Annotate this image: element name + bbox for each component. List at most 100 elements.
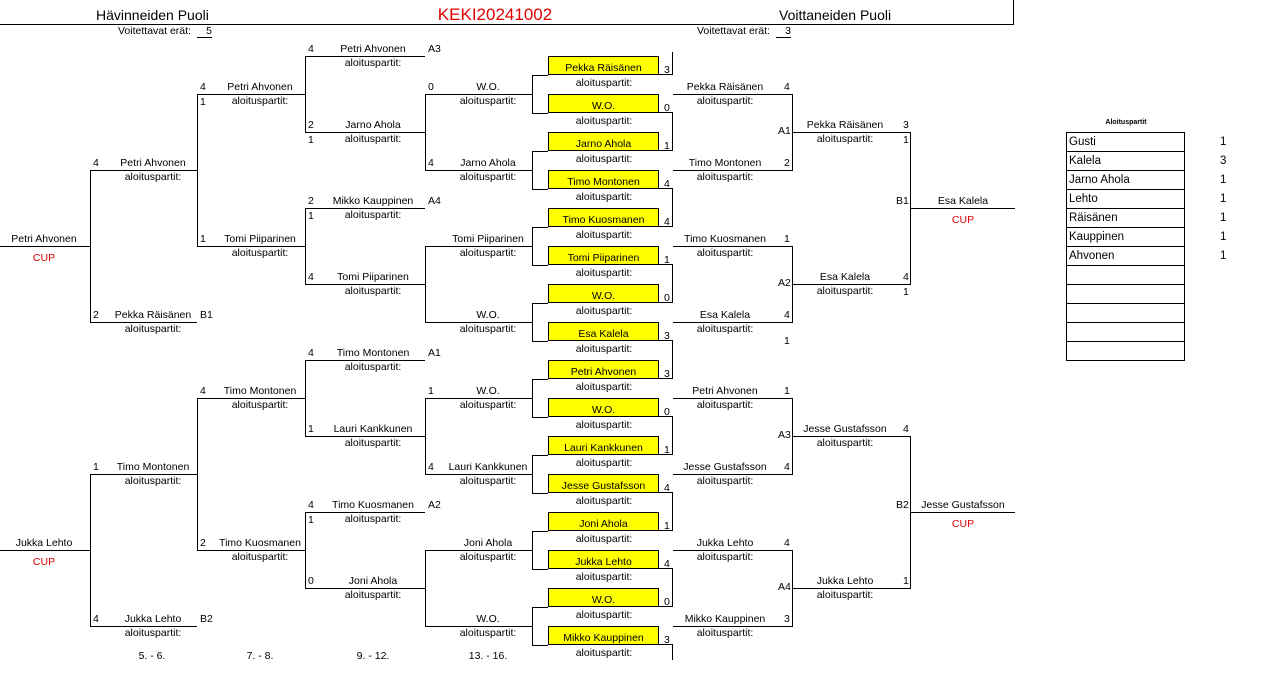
bracket-line — [672, 112, 673, 128]
aloitus-sublabel: aloituspartit: — [575, 115, 633, 127]
bracket-line — [792, 94, 793, 170]
wb-r2-player: Timo Kuosmanen — [684, 233, 766, 245]
match-entry-score: 0 — [664, 292, 670, 304]
drop-tag: A4 — [778, 581, 791, 593]
aloitus-sublabel: aloituspartit: — [575, 343, 633, 355]
lb-r1-score: 4 — [308, 347, 314, 359]
bracket-line — [90, 474, 91, 626]
bracket-line — [793, 132, 911, 133]
aloitus-sublabel: aloituspartit: — [459, 627, 517, 639]
lb-r1b-player: Lauri Kankkunen — [448, 461, 528, 473]
bracket-line — [532, 569, 548, 570]
lb-r2-extra: 1 — [200, 96, 206, 108]
match-entry-score: 3 — [664, 330, 670, 342]
match-entry-score: 4 — [664, 178, 670, 190]
aloitus-sublabel: aloituspartit: — [231, 247, 289, 259]
bracket-line — [305, 284, 425, 285]
match-entry-name: Timo Montonen — [567, 176, 640, 188]
bracket-line — [672, 644, 673, 660]
aloitus-sublabel: aloituspartit: — [575, 571, 633, 583]
lb-r1b-player: W.O. — [476, 613, 500, 625]
bracket-line — [910, 132, 911, 284]
wb-r2-player: Jesse Gustafsson — [683, 461, 767, 473]
match-entry-score: 3 — [664, 368, 670, 380]
lb-r1-score: 2 — [308, 119, 314, 131]
lb-r1-extra: 1 — [308, 210, 314, 222]
aloitus-sublabel: aloituspartit: — [344, 589, 402, 601]
match-entry-box: Lauri Kankkunen — [548, 436, 659, 455]
wb-r2-player: Pekka Räisänen — [686, 81, 764, 93]
wb-r2-score: 1 — [784, 385, 790, 397]
match-entry-box: Timo Montonen — [548, 170, 659, 189]
place-label: 7. - 8. — [246, 650, 274, 662]
aloitus-row-name: Kauppinen — [1069, 231, 1124, 243]
aloitus-table-row: Lehto — [1066, 189, 1185, 209]
aloitus-sublabel: aloituspartit: — [816, 133, 874, 145]
bracket-line — [425, 398, 532, 399]
bracket-line — [90, 322, 197, 323]
bracket-line — [672, 584, 673, 607]
wb-r3-score: 4 — [903, 271, 909, 283]
bracket-line — [90, 626, 197, 627]
bracket-line — [0, 246, 90, 247]
match-entry-box: Esa Kalela — [548, 322, 659, 341]
match-entry-name: Timo Kuosmanen — [562, 214, 645, 226]
wb-r2-player: Esa Kalela — [699, 309, 751, 321]
bracket-line — [305, 56, 306, 132]
aloitus-sublabel: aloituspartit: — [344, 209, 402, 221]
match-entry-name: Jukka Lehto — [575, 556, 632, 568]
lb-r1b-player: W.O. — [476, 81, 500, 93]
aloitus-sublabel: aloituspartit: — [344, 437, 402, 449]
bracket-line — [672, 204, 673, 227]
drop-tag: A3 — [778, 429, 791, 441]
lb-r1b-score: 0 — [428, 81, 434, 93]
lb-r1-player: Jarno Ahola — [345, 119, 401, 131]
lb-r1-player: Timo Kuosmanen — [332, 499, 414, 511]
bracket-line — [532, 303, 533, 341]
aloitus-sublabel: aloituspartit: — [575, 647, 633, 659]
bracket-line — [672, 128, 673, 151]
wb-r2-player: Mikko Kauppinen — [684, 613, 766, 625]
lb-r1-player: Lauri Kankkunen — [333, 423, 413, 435]
match-entry-name: W.O. — [591, 100, 616, 112]
lb-r1b-player: Jarno Ahola — [460, 157, 516, 169]
match-entry-box: Petri Ahvonen — [548, 360, 659, 379]
aloitus-sublabel: aloituspartit: — [575, 495, 633, 507]
aloitus-table-row: Gusti — [1066, 132, 1185, 152]
match-entry-score: 1 — [664, 444, 670, 456]
bracket-line — [532, 341, 548, 342]
aloitus-sublabel: aloituspartit: — [231, 551, 289, 563]
match-entry-box: W.O. — [548, 94, 659, 113]
aloitus-sublabel: aloituspartit: — [575, 267, 633, 279]
place-label: 9. - 12. — [356, 650, 390, 662]
lb-r3-score: 1 — [93, 461, 99, 473]
bracket-line — [659, 568, 673, 569]
bracket-line — [197, 94, 198, 246]
aloitus-sublabel: aloituspartit: — [575, 381, 633, 393]
bracket-line — [532, 645, 548, 646]
aloitus-row-name: Kalela — [1069, 155, 1101, 167]
lb-r1-score: 4 — [308, 43, 314, 55]
aloitus-table-row — [1066, 341, 1185, 361]
bracket-line — [672, 492, 673, 508]
bracket-line — [305, 208, 425, 209]
aloitus-sublabel: aloituspartit: — [816, 589, 874, 601]
cup-label: CUP — [32, 556, 56, 568]
aloitus-table-row — [1066, 303, 1185, 323]
wb-r2-score: 2 — [784, 157, 790, 169]
bracket-line — [532, 455, 548, 456]
bracket-line — [532, 531, 533, 569]
bracket-line — [673, 170, 793, 171]
bracket-line — [911, 208, 1015, 209]
match-entry-box: Jukka Lehto — [548, 550, 659, 569]
bracket-line — [425, 94, 532, 95]
bracket-line — [532, 151, 533, 189]
lb-r1-score: 0 — [308, 575, 314, 587]
bracket-line — [792, 398, 793, 474]
cup-label: CUP — [951, 214, 975, 226]
bracket-line — [793, 284, 911, 285]
aloitus-sublabel: aloituspartit: — [575, 609, 633, 621]
aloitus-sublabel: aloituspartit: — [575, 191, 633, 203]
wb-r3-extra: 1 — [903, 286, 909, 298]
lb-r2-score: 4 — [200, 81, 206, 93]
